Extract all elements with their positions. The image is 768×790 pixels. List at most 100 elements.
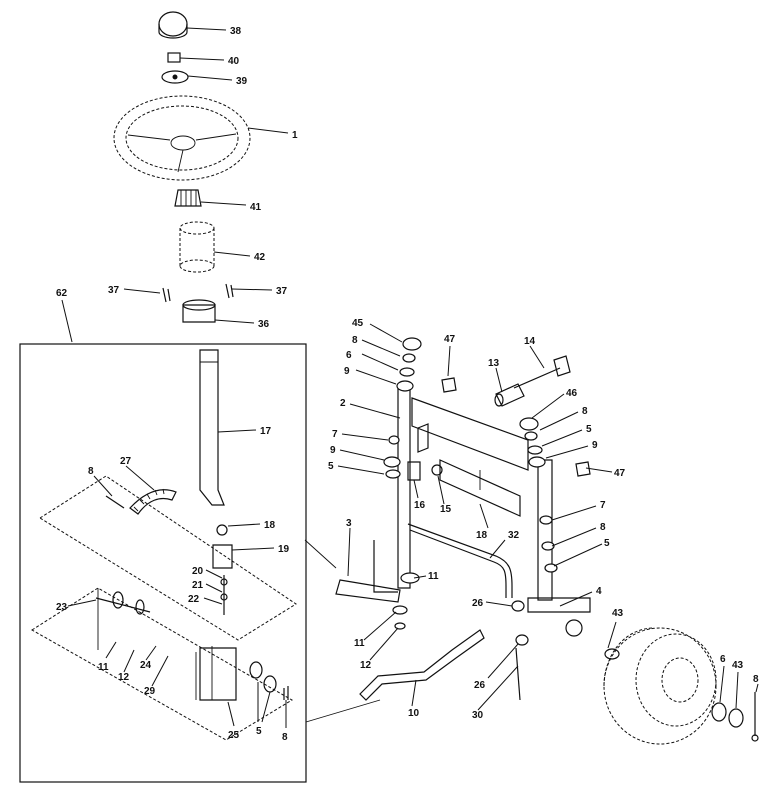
callout-32: 32: [508, 530, 520, 541]
drag-link-pin: [515, 647, 521, 701]
axle-bolt: [513, 355, 571, 389]
left-spindle: [335, 387, 411, 603]
callout-labels: 38 40 39 1 41 42 37 37 36 62 17 8 27 18 …: [56, 26, 759, 743]
callout-18-pinion: 18: [264, 520, 276, 531]
callout-6-left: 6: [346, 350, 352, 361]
gear-washers: [249, 661, 289, 700]
callout-9-right-top: 9: [592, 440, 598, 451]
callout-8-pin: 8: [753, 674, 759, 685]
callout-7-left: 7: [332, 429, 338, 440]
front-wheel: [603, 627, 717, 745]
callout-39: 39: [236, 76, 248, 87]
gear-housing: [199, 647, 237, 701]
callout-6-wheel: 6: [720, 654, 726, 665]
callout-8-right-top: 8: [582, 406, 588, 417]
steering-adapter: [174, 189, 202, 207]
callout-19: 19: [278, 544, 290, 555]
callout-13: 13: [488, 358, 500, 369]
callout-38: 38: [230, 26, 242, 37]
tie-rod-ends: [392, 572, 529, 646]
tie-rod: [407, 523, 513, 598]
callout-40: 40: [228, 56, 240, 67]
right-spindle: [527, 459, 591, 613]
axle-frame: [411, 397, 529, 517]
callout-26-upper: 26: [472, 598, 484, 609]
pinion-parts: [212, 524, 233, 615]
callout-62: 62: [56, 288, 68, 299]
axle-bracket: [407, 423, 429, 481]
callout-42: 42: [254, 252, 266, 263]
steering-cap: [158, 11, 188, 39]
leader-lines: [61, 27, 759, 728]
callout-17: 17: [260, 426, 272, 437]
callout-29: 29: [144, 686, 156, 697]
callout-26-lower: 26: [474, 680, 486, 691]
callout-5-left: 5: [328, 461, 334, 472]
callout-15: 15: [440, 504, 452, 515]
drag-link: [359, 629, 485, 701]
callout-25: 25: [228, 730, 240, 741]
callout-23: 23: [56, 602, 68, 613]
callout-47-right: 47: [614, 468, 626, 479]
callout-3: 3: [346, 518, 352, 529]
callout-9-left-top: 9: [344, 366, 350, 377]
callout-14: 14: [524, 336, 536, 347]
callout-5-gear: 5: [256, 726, 262, 737]
steering-gear-segment: [129, 488, 177, 515]
callout-30: 30: [472, 710, 484, 721]
callout-11-tie-rod: 11: [428, 571, 439, 582]
callout-21: 21: [192, 580, 204, 591]
steering-shaft: [199, 349, 225, 506]
callout-22: 22: [188, 594, 200, 605]
callout-7-right: 7: [600, 500, 606, 511]
callout-46: 46: [566, 388, 578, 399]
steering-wheel: [113, 95, 251, 181]
callout-10: 10: [408, 708, 420, 719]
callout-18-axle: 18: [476, 530, 488, 541]
callout-1: 1: [292, 130, 298, 141]
axle-spacer: [494, 383, 525, 407]
callout-24: 24: [140, 660, 152, 671]
callout-16: 16: [414, 500, 426, 511]
wheel-washers: [604, 648, 759, 742]
callout-27: 27: [120, 456, 132, 467]
frame-reference-lines: [304, 539, 381, 723]
hub-cap: [565, 619, 583, 637]
steering-nut: [167, 52, 181, 63]
roll-pins: [162, 283, 234, 303]
steering-bushing: [182, 299, 216, 323]
callout-12-gear: 12: [118, 672, 130, 683]
callout-47-left: 47: [444, 334, 456, 345]
callout-20: 20: [192, 566, 204, 577]
callout-45: 45: [352, 318, 364, 329]
right-spindle-hardware: [519, 417, 558, 573]
callout-43-left: 43: [612, 608, 624, 619]
callout-37-right: 37: [276, 286, 288, 297]
left-spindle-hardware: [383, 337, 422, 479]
callout-12-lower: 12: [360, 660, 372, 671]
steering-washer: [161, 70, 189, 84]
callout-5-right-top: 5: [586, 424, 592, 435]
callout-43-right: 43: [732, 660, 744, 671]
gear-bolt: [105, 495, 125, 509]
callout-41: 41: [250, 202, 262, 213]
callout-8-right: 8: [600, 522, 606, 533]
pivot-shaft: [95, 588, 213, 700]
steering-plate-upper: [39, 475, 297, 641]
callout-11-gear: 11: [98, 662, 109, 673]
steering-group-frame: [19, 343, 307, 783]
steering-column-sleeve: [179, 221, 215, 273]
callout-8-gear: 8: [88, 466, 94, 477]
callout-5-right: 5: [604, 538, 610, 549]
callout-4: 4: [596, 586, 602, 597]
callout-11-lower: 11: [354, 638, 365, 649]
callout-9-left: 9: [330, 445, 336, 456]
steering-plate-lower: [31, 587, 293, 741]
callout-2: 2: [340, 398, 346, 409]
callout-37-left: 37: [108, 285, 120, 296]
callout-8-left-top: 8: [352, 335, 358, 346]
grease-fittings: [441, 377, 591, 477]
callout-8-washer: 8: [282, 732, 288, 743]
callout-36: 36: [258, 319, 270, 330]
